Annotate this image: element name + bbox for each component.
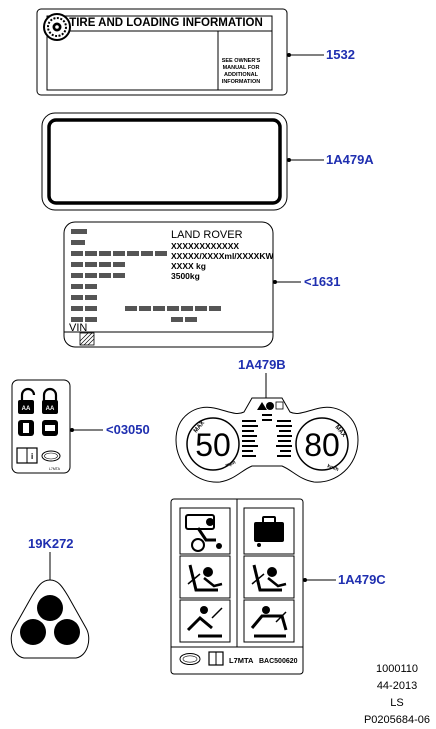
left-dial-value: 50 xyxy=(195,427,231,463)
warning-sheet-part-code: BAC500620 xyxy=(259,658,298,665)
land-rover-logo xyxy=(41,450,61,462)
blank-label xyxy=(41,112,288,211)
tire-label-title: TIRE AND LOADING INFORMATION xyxy=(69,17,263,29)
manual-book-icon: i xyxy=(16,447,38,464)
svg-text:i: i xyxy=(31,452,33,461)
key-card-code: L7MTA xyxy=(49,467,61,471)
luggage-pictogram xyxy=(254,516,284,547)
unlock-icon-letters: AA xyxy=(22,406,31,412)
footer-line-2: 44-2013 xyxy=(377,680,417,692)
right-dial-value: 80 xyxy=(304,427,340,463)
callout-1a479a: 1A479A xyxy=(326,152,374,167)
tire-label-note-3: ADDITIONAL xyxy=(224,72,259,78)
footer-line-3: LS xyxy=(390,697,403,709)
vin-plate-line-1: XXXXXXXXXXXX xyxy=(171,241,239,251)
seat-pictogram-left-1 xyxy=(187,564,223,592)
vin-plate-line-4: 3500kg xyxy=(171,271,200,281)
tire-icon xyxy=(43,13,71,41)
left-dial-unit: mph xyxy=(225,460,237,469)
seat-pictogram-left-2 xyxy=(186,606,223,638)
speed-limit-label: MAX 50 mph MAX 80 km/h xyxy=(175,397,359,483)
seat-pictogram-right-1 xyxy=(251,564,287,592)
vin-plate: LAND ROVER XXXXXXXXXXXX XXXXX/XXXXml/XXX… xyxy=(63,221,274,348)
callout-1631: <1631 xyxy=(304,274,341,289)
triangle-dot-top xyxy=(37,595,63,621)
info-icon xyxy=(266,402,274,410)
warning-triangle-icon xyxy=(257,402,267,410)
right-speed-dial xyxy=(295,417,349,471)
footer-reference: 1000110 44-2013 LS P0205684-06 xyxy=(364,663,430,726)
callout-19k272: 19K272 xyxy=(28,536,74,551)
tire-loading-label: TIRE AND LOADING INFORMATION SEE OWNER'S… xyxy=(36,8,288,96)
speed-label-fine-print xyxy=(242,414,292,457)
land-rover-logo xyxy=(179,653,201,665)
right-dial-unit: km/h xyxy=(326,463,339,473)
key-card: AA AA i L7MTA xyxy=(11,379,71,474)
book-icon xyxy=(275,401,284,410)
tire-label-note-1: SEE OWNER'S xyxy=(222,58,261,64)
vin-plate-obscured-text xyxy=(71,229,221,322)
footer-line-4: P0205684-06 xyxy=(364,714,430,726)
vin-label: VIN xyxy=(69,322,87,334)
seat-pictogram-right-2 xyxy=(250,606,288,638)
callout-1a479c: 1A479C xyxy=(338,572,386,587)
triangle-label xyxy=(10,579,90,659)
vin-hatch-box xyxy=(79,332,95,346)
callout-03050: <03050 xyxy=(106,422,150,437)
warning-sheet: L7MTA BAC500620 xyxy=(170,498,304,675)
warning-sheet-model-code: L7MTA xyxy=(229,656,254,665)
callout-1532: 1532 xyxy=(326,47,355,62)
footer-line-1: 1000110 xyxy=(376,663,418,675)
unlock-icon: AA xyxy=(18,387,36,414)
triangle-dot-left xyxy=(20,619,46,645)
vin-plate-line-3: XXXX kg xyxy=(171,261,206,271)
tire-label-note-4: INFORMATION xyxy=(222,79,260,85)
triangle-dot-right xyxy=(54,619,80,645)
vin-plate-make: LAND ROVER xyxy=(171,229,243,241)
left-speed-dial xyxy=(186,417,240,471)
manual-book-icon xyxy=(208,651,224,666)
vin-plate-line-2: XXXXX/XXXXml/XXXXKW xyxy=(171,251,274,261)
lock-icon: AA xyxy=(42,387,58,414)
lock-icon-letters: AA xyxy=(46,406,55,412)
tire-label-note-2: MANUAL FOR xyxy=(223,65,260,71)
door-open-icon xyxy=(18,420,34,436)
callout-1a479b: 1A479B xyxy=(238,357,286,372)
door-closed-icon xyxy=(42,420,58,436)
wheelchair-pictogram xyxy=(185,514,222,552)
